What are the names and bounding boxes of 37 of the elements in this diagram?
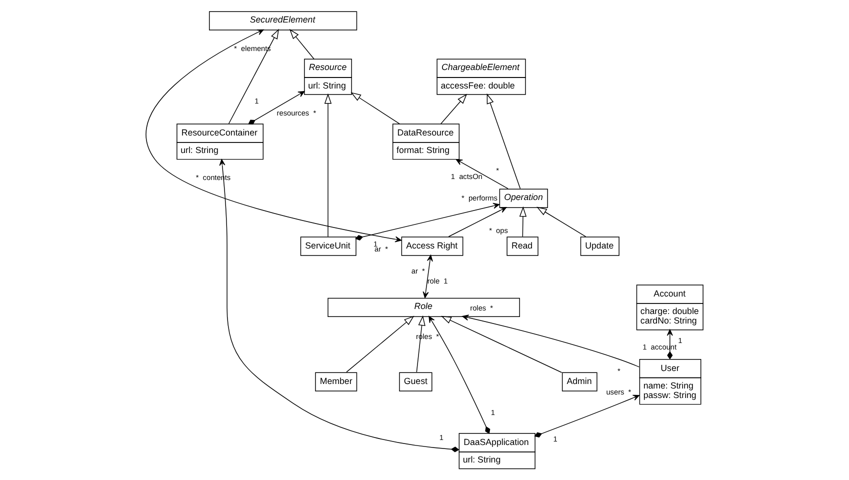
- arrow: [440, 94, 468, 124]
- label: users *: [606, 388, 632, 397]
- arrow: [324, 93, 332, 237]
- arrow: [228, 28, 280, 124]
- label: 1: [373, 239, 378, 248]
- label: 1: [490, 408, 495, 417]
- label: roles *: [470, 303, 494, 312]
- arrow: [350, 92, 400, 124]
- arrow: [428, 316, 490, 434]
- arrow: [666, 329, 673, 360]
- arrow: [289, 28, 314, 60]
- arrow: [440, 316, 562, 373]
- label: * performs: [462, 193, 498, 202]
- label: 1: [553, 434, 558, 444]
- arrow: [519, 206, 527, 237]
- arrow: [486, 93, 521, 190]
- label: *: [618, 366, 620, 376]
- arrow: [146, 29, 402, 242]
- arrow: [456, 159, 508, 190]
- label: *: [496, 166, 500, 175]
- arrow: [422, 254, 433, 298]
- label: role 1: [427, 276, 448, 286]
- label: resources *: [276, 108, 316, 118]
- arrow: [346, 316, 414, 372]
- label: * ops: [489, 226, 508, 236]
- arrow: [536, 206, 586, 237]
- label: ar *: [411, 266, 425, 276]
- arrow: [219, 159, 460, 452]
- arrow: [248, 90, 305, 125]
- label: 1: [439, 433, 444, 442]
- label: 1: [678, 336, 682, 345]
- arrow: [534, 394, 640, 438]
- label: 1 actsOn: [450, 172, 482, 182]
- arrow: [462, 314, 640, 368]
- label: 1: [254, 96, 259, 106]
- arrow: [355, 202, 500, 240]
- arrow: [448, 206, 507, 237]
